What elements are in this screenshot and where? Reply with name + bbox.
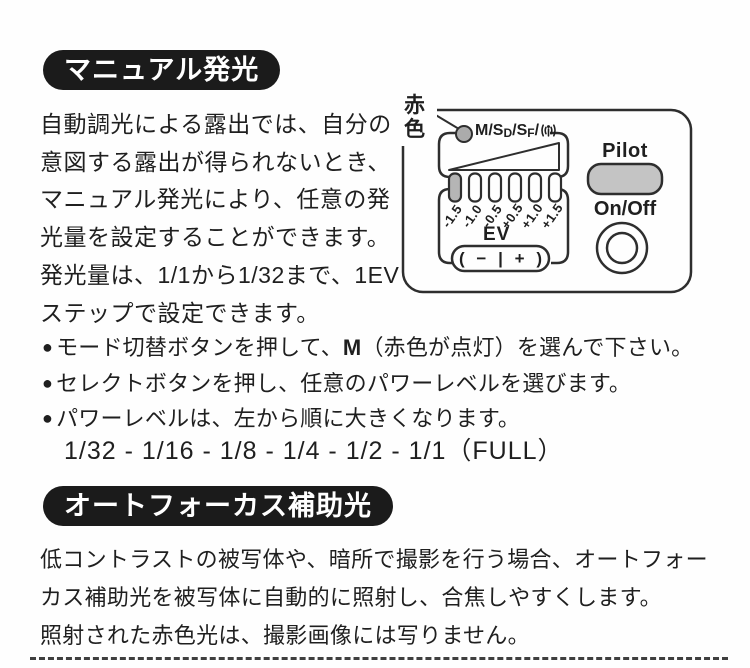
instruction-bullet-mode: ●モード切替ボタンを押して、M（赤色が点灯）を選んで下さい。	[42, 330, 693, 362]
minus-key-label: −	[476, 248, 487, 268]
ev-selector-keys: ( − | + )	[452, 246, 549, 271]
page-divider-dashed	[30, 657, 728, 660]
bullet-icon: ●	[42, 373, 54, 393]
bullet-text-bold: M	[342, 335, 362, 360]
mode-text: F	[527, 125, 535, 140]
display-bracket-lower-left	[437, 187, 456, 265]
bullet-text: （赤色が点灯）を選んで下さい。	[361, 335, 694, 360]
power-level-bar	[527, 172, 543, 203]
ev-selector-pill	[450, 244, 551, 273]
paren-close: )	[536, 248, 542, 268]
instruction-bullet-select: ●セレクトボタンを押し、任意のパワーレベルを選びます。	[42, 366, 631, 398]
section-title-manual-flash: マニュアル発光	[43, 50, 281, 90]
mode-text: D	[503, 125, 513, 140]
power-level-bar-active	[447, 172, 463, 203]
pilot-button-label: Pilot	[602, 140, 648, 162]
plus-key-label: +	[514, 248, 525, 268]
text-line: ステップで設定できます。	[40, 299, 320, 326]
section-title-af-assist: オートフォーカス補助光	[43, 486, 393, 526]
mode-led-icon	[455, 125, 473, 143]
display-bracket-upper-left	[437, 131, 457, 179]
bullet-text: パワーレベルは、左から順に大きくなります。	[56, 406, 521, 431]
bullet-text: セレクトボタンを押し、任意のパワーレベルを選びます。	[56, 371, 632, 396]
text-line: 光量を設定することができます。	[40, 224, 391, 251]
text-line: カス補助光を被写体に自動的に照射し、合焦しやすくします。	[40, 585, 662, 610]
mode-text: /	[534, 122, 540, 139]
af-assist-description: 低コントラストの被写体や、暗所で撮影を行う場合、オートフォー カス補助光を被写体…	[40, 541, 708, 655]
power-level-bar	[487, 172, 503, 203]
text-line: マニュアル発光により、任意の発	[40, 186, 391, 213]
ev-label: EV	[483, 224, 511, 245]
power-ramp-triangle-icon	[448, 142, 560, 171]
power-level-sequence: 1/32 - 1/16 - 1/8 - 1/4 - 1/2 - 1/1（FULL…	[64, 437, 564, 465]
text-line: 低コントラストの被写体や、暗所で撮影を行う場合、オートフォー	[40, 547, 708, 572]
text-line: 自動調光による露出では、自分の	[40, 111, 392, 137]
onoff-button-inner-ring	[605, 231, 639, 265]
instruction-bullet-power-level: ●パワーレベルは、左から順に大きくなります。	[42, 401, 520, 433]
text-line: 意図する露出が得られないとき、	[40, 148, 391, 175]
text-line: 照射された赤色光は、撮影画像には写りません。	[40, 623, 530, 648]
bullet-icon: ●	[42, 337, 54, 357]
power-level-bar	[507, 172, 523, 203]
pilot-button	[586, 162, 664, 196]
red-color-callout-label: 赤色	[400, 94, 437, 146]
power-level-bar	[547, 172, 563, 203]
red-label-pointer-line	[433, 113, 460, 130]
power-level-bar	[467, 172, 483, 203]
wireless-signal-icon	[541, 123, 556, 137]
bullet-icon: ●	[42, 408, 54, 428]
bullet-text: モード切替ボタンを押して、	[56, 335, 343, 360]
mode-text: M/S	[475, 122, 504, 139]
text-line: 発光量は、1/1から1/32まで、1EV	[40, 261, 400, 288]
selector-divider: |	[498, 248, 503, 268]
onoff-button-label: On/Off	[593, 198, 657, 220]
mode-text: /S	[512, 122, 528, 139]
manual-flash-description: 自動調光による露出では、自分の 意図する露出が得られないとき、 マニュアル発光に…	[40, 106, 399, 332]
paren-open: (	[459, 248, 465, 268]
